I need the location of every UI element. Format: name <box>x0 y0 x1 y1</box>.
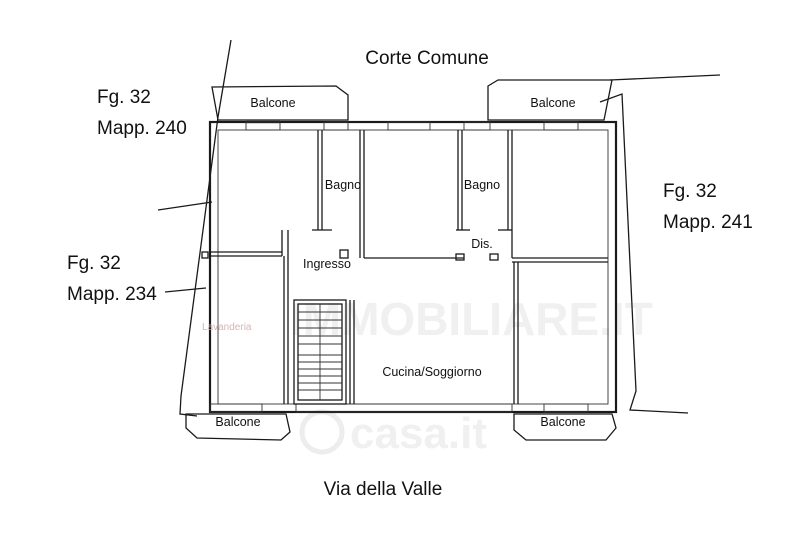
balcony-top-right <box>487 79 613 121</box>
room-label-disimpegno: Dis. <box>471 237 493 251</box>
room-label-ingresso: Ingresso <box>303 257 351 271</box>
building-outline <box>208 120 618 414</box>
room-label-balcone-bottom-left: Balcone <box>215 415 260 429</box>
parcel-241-sheet: Fg. 32 <box>663 181 717 202</box>
room-label-bagno-right: Bagno <box>464 178 500 192</box>
parcel-240-sheet: Fg. 32 <box>97 87 151 108</box>
window <box>245 121 281 131</box>
window <box>463 121 491 131</box>
parcel-240-mapp: Mapp. 240 <box>97 118 187 139</box>
watermark-site: casa.it <box>350 409 487 458</box>
room-label-cucina-soggiorno: Cucina/Soggiorno <box>382 365 481 379</box>
room-label-balcone-bottom-right: Balcone <box>540 415 585 429</box>
room-label-balcone-top-left: Balcone <box>250 96 295 110</box>
street-label-via-della-valle: Via della Valle <box>324 479 443 500</box>
boundary-lines <box>157 39 721 417</box>
boundary-left-lower <box>164 287 207 293</box>
boundary-right <box>599 93 689 414</box>
balcony-bottom-right <box>513 413 617 441</box>
parcel-234-sheet: Fg. 32 <box>67 253 121 274</box>
street-label-corte-comune: Corte Comune <box>365 48 489 69</box>
boundary-right-top <box>609 74 721 81</box>
parcel-241-mapp: Mapp. 241 <box>663 212 753 233</box>
staircase <box>293 299 355 405</box>
balcony-top-left <box>211 85 349 121</box>
interior-walls <box>201 130 608 404</box>
window <box>323 121 349 131</box>
boundary-left <box>179 39 232 417</box>
window <box>209 403 263 413</box>
watermark-logo-icon <box>299 409 345 455</box>
balcony-bottom-left <box>185 413 291 441</box>
parcel-234-mapp: Mapp. 234 <box>67 284 157 305</box>
window <box>387 121 431 131</box>
window <box>295 403 513 413</box>
room-label-balcone-top-right: Balcone <box>530 96 575 110</box>
window <box>543 121 579 131</box>
watermark-agency: IMMOBILIARE.IT <box>290 293 653 345</box>
room-label-bagno-left: Bagno <box>325 178 361 192</box>
window <box>543 403 589 413</box>
room-label-lavanderia: Lavanderia <box>202 322 252 333</box>
boundary-left-short <box>157 201 213 211</box>
